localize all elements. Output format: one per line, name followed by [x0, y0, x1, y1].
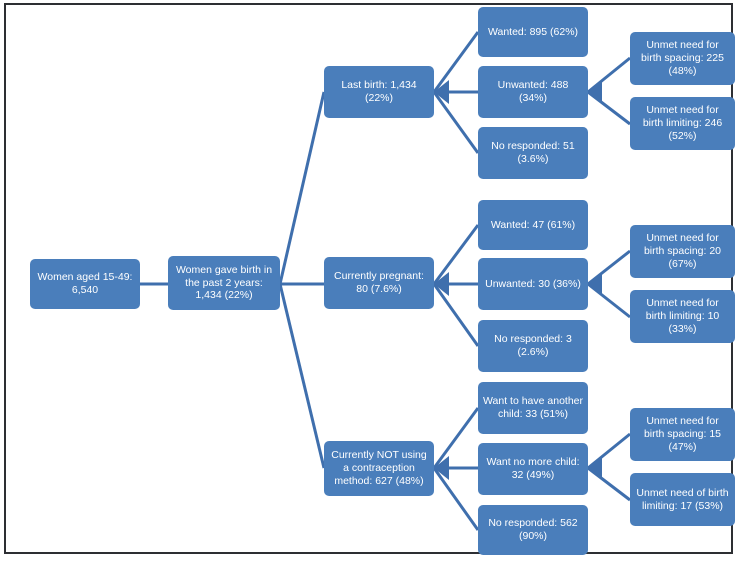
- node-contraception-no-responded[interactable]: No responded: 562 (90%): [478, 505, 588, 555]
- node-pregnant-unmet-spacing[interactable]: Unmet need for birth spacing: 20 (67%): [630, 225, 735, 278]
- edge-gavebirth-to-nocontraception: [278, 283, 326, 469]
- node-want-no-more-child[interactable]: Want no more child: 32 (49%): [478, 443, 588, 495]
- edge-cpunwanted-to-limiting: [587, 282, 631, 319]
- edge-nocontraception-to-wantanother: [432, 407, 480, 469]
- node-last-birth-unwanted[interactable]: Unwanted: 488 (34%): [478, 66, 588, 118]
- node-last-birth-wanted[interactable]: Wanted: 895 (62%): [478, 7, 588, 57]
- edge-pregnant-to-noresponded: [432, 283, 480, 347]
- edge-wantnomore-to-spacing: [587, 432, 631, 470]
- arrowhead-wantnomore: [588, 457, 602, 479]
- node-pregnant-unwanted[interactable]: Unwanted: 30 (36%): [478, 258, 588, 310]
- arrowhead-lastbirth: [434, 80, 449, 104]
- node-women-aged[interactable]: Women aged 15-49: 6,540: [30, 259, 140, 309]
- node-currently-pregnant[interactable]: Currently pregnant: 80 (7.6%): [324, 257, 434, 309]
- edge-gavebirth-to-lastbirth: [278, 91, 326, 285]
- arrowhead-pregnant: [434, 272, 449, 296]
- node-want-another-child[interactable]: Want to have another child: 33 (51%): [478, 382, 588, 434]
- node-gave-birth[interactable]: Women gave birth in the past 2 years: 1,…: [168, 256, 280, 310]
- arrowhead-group: [434, 80, 602, 480]
- node-last-birth[interactable]: Last birth: 1,434 (22%): [324, 66, 434, 118]
- edge-lastbirth-to-wanted: [432, 31, 480, 93]
- arrowhead-cpunwanted: [588, 273, 602, 295]
- edge-lastbirth-to-noresponded: [432, 91, 480, 154]
- node-pregnant-wanted[interactable]: Wanted: 47 (61%): [478, 200, 588, 250]
- node-pregnant-unmet-limiting[interactable]: Unmet need for birth limiting: 10 (33%): [630, 290, 735, 343]
- node-last-birth-unmet-spacing[interactable]: Unmet need for birth spacing: 225 (48%): [630, 32, 735, 85]
- node-last-birth-no-responded[interactable]: No responded: 51 (3.6%): [478, 127, 588, 179]
- node-contraception-unmet-spacing[interactable]: Unmet need for birth spacing: 15 (47%): [630, 408, 735, 461]
- edge-nocontraception-to-noresponded: [432, 467, 480, 531]
- node-pregnant-no-responded[interactable]: No responded: 3 (2.6%): [478, 320, 588, 372]
- arrowhead-nocontraception: [434, 456, 449, 480]
- edge-cpunwanted-to-spacing: [587, 249, 631, 286]
- node-not-using-contraception[interactable]: Currently NOT using a contraception meth…: [324, 441, 434, 496]
- edge-lbunwanted-to-spacing: [587, 56, 631, 94]
- edge-pregnant-to-wanted: [432, 224, 480, 285]
- node-last-birth-unmet-limiting[interactable]: Unmet need for birth limiting: 246 (52%): [630, 97, 735, 150]
- node-contraception-unmet-limiting[interactable]: Unmet need of birth limiting: 17 (53%): [630, 473, 735, 526]
- arrowhead-lbunwanted: [588, 81, 602, 103]
